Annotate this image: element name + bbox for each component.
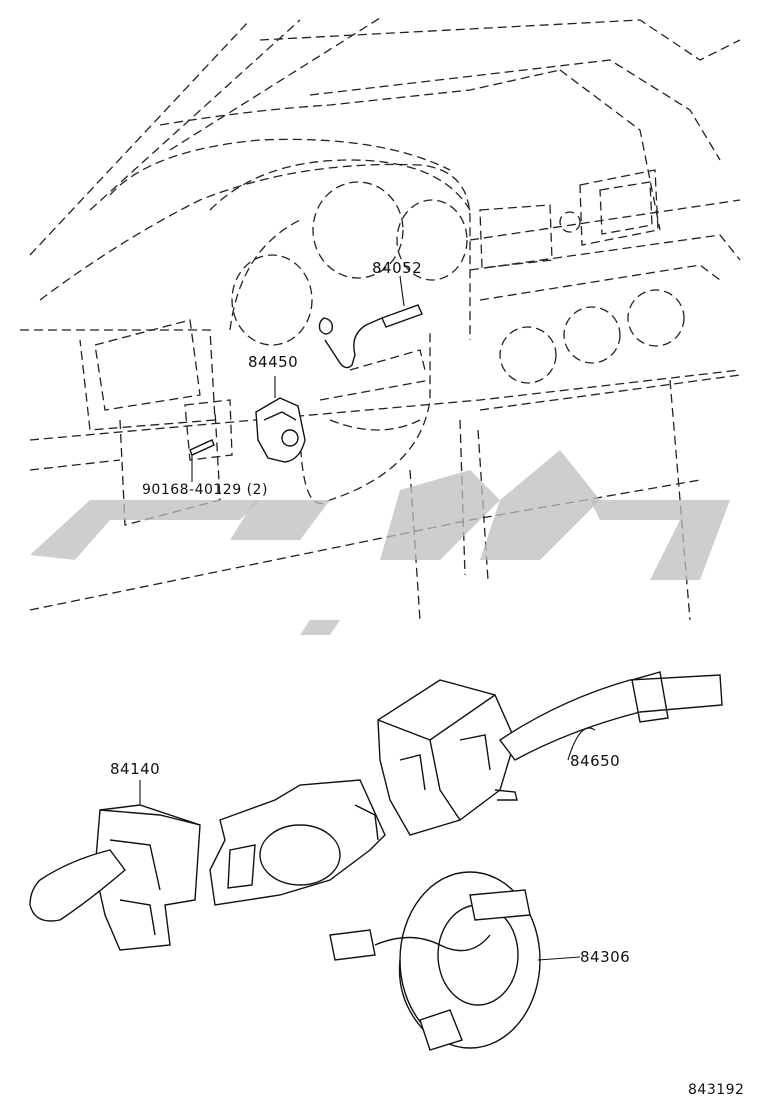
label-bracket: 84450 — [248, 353, 299, 371]
sensor-84052 — [318, 275, 423, 369]
switch-84140 — [29, 780, 201, 951]
screw-90168 — [189, 439, 215, 482]
label-sensor: 84052 — [372, 259, 423, 277]
label-spiral-cable: 84306 — [580, 948, 631, 966]
watermark-logo — [30, 450, 730, 635]
switch-84650 — [377, 671, 723, 836]
label-screw: 90168-40129 (2) — [142, 482, 268, 498]
dashboard-outline — [20, 17, 741, 621]
label-switch-right: 84650 — [570, 752, 621, 770]
figure-number: 843192 — [688, 1082, 745, 1098]
bracket-84450 — [255, 376, 306, 463]
label-switch-left: 84140 — [110, 760, 161, 778]
spiral-cable-84306 — [329, 871, 581, 1051]
switch-plate — [209, 779, 386, 906]
